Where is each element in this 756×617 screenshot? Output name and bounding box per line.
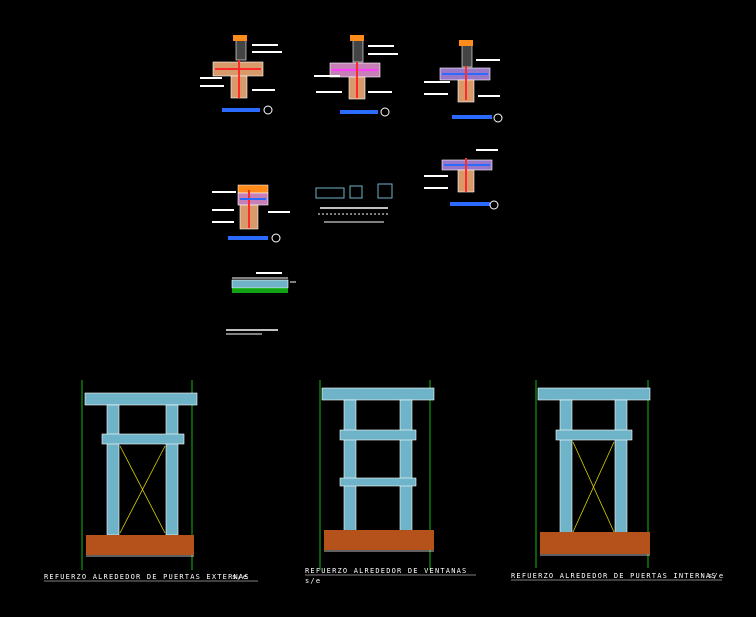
panel-scale-ventanas: s/e — [305, 577, 321, 585]
panel-title-puertas-externas: REFUERZO ALREDEDOR DE PUERTAS EXTERNAS — [44, 573, 250, 581]
foundation-detail-2 — [314, 35, 398, 117]
small-detail-center — [315, 183, 393, 223]
panel-puertas-externas: REFUERZO ALREDEDOR DE PUERTAS EXTERNAS s… — [44, 380, 258, 582]
foundation-detail-1 — [200, 35, 282, 115]
foundation-detail-4 — [212, 184, 290, 243]
panel-scale-puertas-internas: s/e — [708, 572, 724, 580]
foundation-detail-3 — [424, 40, 503, 123]
panel-ventanas: REFUERZO ALREDEDOR DE VENTANAS s/e — [305, 380, 476, 585]
panel-title-ventanas: REFUERZO ALREDEDOR DE VENTANAS — [305, 567, 467, 575]
panel-puertas-internas: REFUERZO ALREDEDOR DE PUERTAS INTERNAS s… — [511, 380, 724, 581]
panel-title-puertas-internas: REFUERZO ALREDEDOR DE PUERTAS INTERNAS — [511, 572, 717, 580]
slab-detail — [226, 272, 296, 335]
panel-scale-puertas-externas: s/e — [232, 573, 248, 581]
foundation-detail-5 — [424, 149, 499, 210]
